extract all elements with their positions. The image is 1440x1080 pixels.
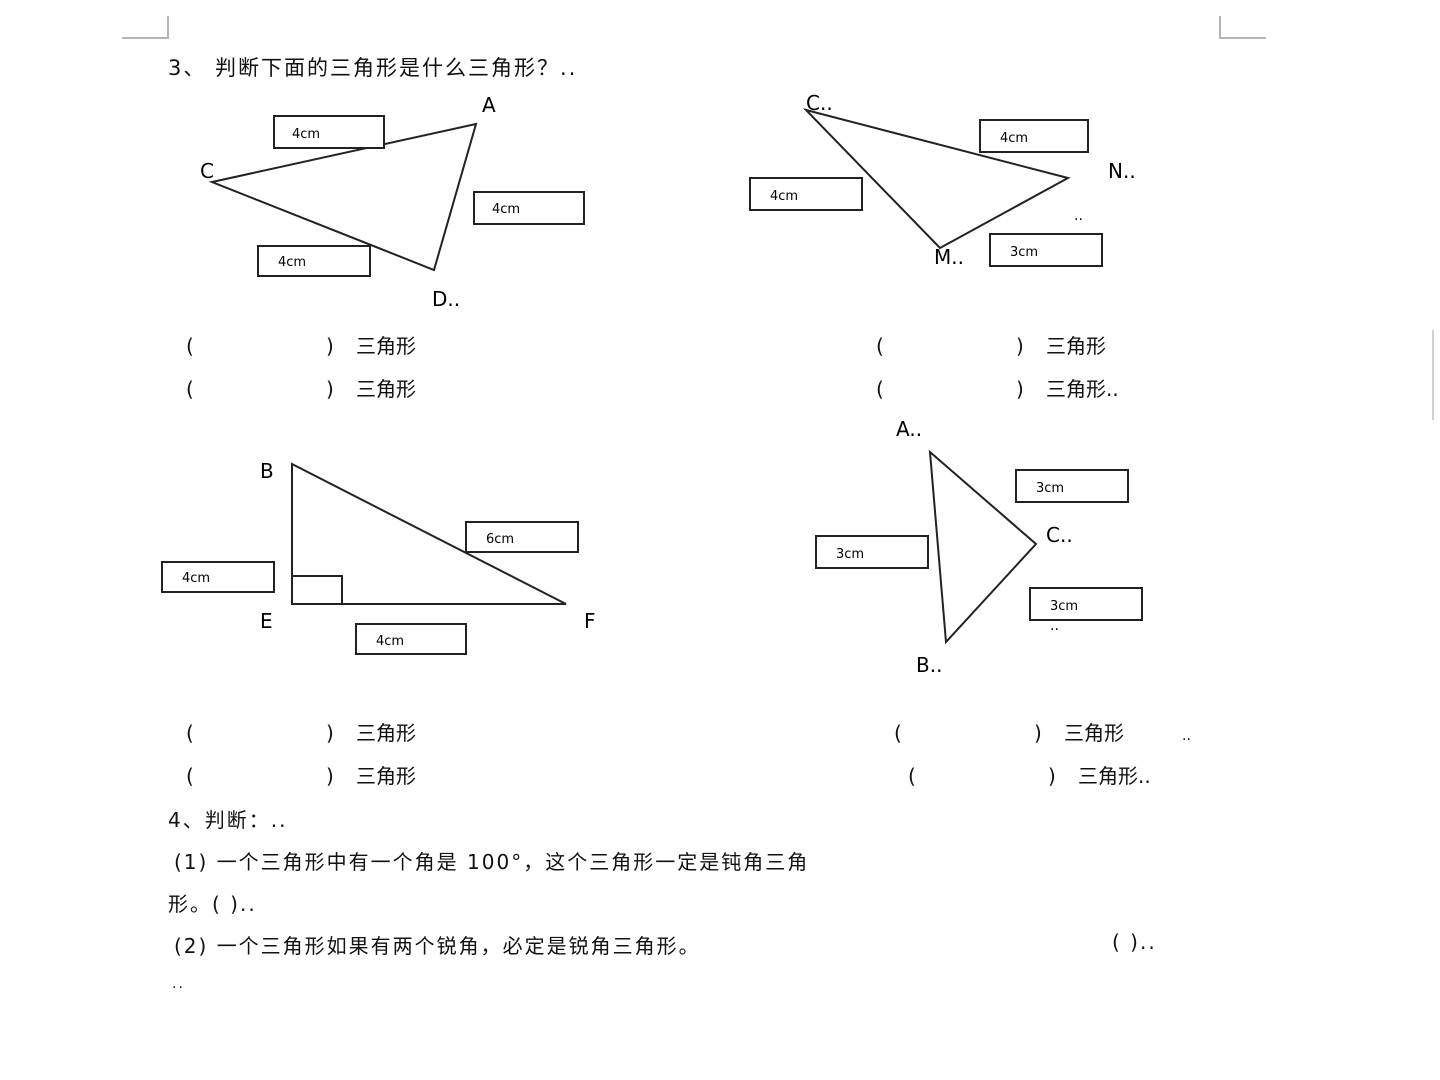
triangle-3-vertex-f: F: [584, 609, 596, 633]
triangle-2-mark: ..: [1074, 208, 1083, 224]
triangle-2-vertex-c: C..: [806, 91, 833, 115]
triangle-4-mark: ..: [1050, 618, 1059, 634]
triangle-1-label-box-top: [273, 115, 385, 149]
answer-blank-1b[interactable]: ()三角形: [186, 377, 416, 401]
triangle-3-vertex-e: E: [260, 609, 273, 633]
triangle-1-shape: [208, 122, 478, 272]
triangle-4-vertex-c: C..: [1046, 523, 1073, 547]
triangle-1-side-right: 4cm: [492, 202, 520, 217]
triangle-2-side-bottom: 3cm: [1010, 245, 1038, 260]
question-4-item-2: (2) 一个三角形如果有两个锐角，必定是锐角三角形。: [174, 934, 701, 958]
triangle-3-vertex-b: B: [260, 459, 274, 483]
triangle-4-vertex-a: A..: [896, 417, 922, 441]
triangle-2-label-box-top: [979, 119, 1089, 153]
question-4-item-1-line-1: (1) 一个三角形中有一个角是 100°，这个三角形一定是钝角三角: [174, 850, 810, 874]
right-angle-marker: [292, 575, 343, 604]
triangle-1-vertex-a: A: [482, 93, 496, 117]
answer-blank-1a[interactable]: ()三角形: [186, 334, 416, 358]
triangle-4-label-box-left: [815, 535, 929, 569]
triangle-4-side-left: 3cm: [836, 547, 864, 562]
crop-mark-top-left: [122, 16, 169, 39]
triangle-4-vertex-b: B..: [916, 653, 942, 677]
triangle-3-label-box-bottom: [355, 623, 467, 655]
triangle-1-side-top: 4cm: [292, 127, 320, 142]
triangle-2-label-box-left: [749, 177, 863, 211]
triangle-1-label-box-right: [473, 191, 585, 225]
triangle-3-shape: [291, 462, 567, 605]
triangle-3-side-hyp: 6cm: [486, 532, 514, 547]
triangle-2-vertex-n: N..: [1108, 159, 1136, 183]
triangle-1-vertex-d: D..: [432, 287, 460, 311]
triangle-2-side-left: 4cm: [770, 189, 798, 204]
triangle-4-label-box-bottom: [1029, 587, 1143, 621]
triangle-2-shape: [802, 108, 1071, 250]
triangle-3-side-bottom: 4cm: [376, 634, 404, 649]
answer-blank-3b[interactable]: ()三角形: [186, 764, 416, 788]
page-edge-line: [1432, 330, 1434, 420]
triangle-2-label-box-bottom: [989, 233, 1103, 267]
question-4-item-1-line-2[interactable]: 形。( )..: [168, 892, 257, 916]
triangle-4-side-top: 3cm: [1036, 481, 1064, 496]
triangle-4-label-box-top: [1015, 469, 1129, 503]
triangle-1-label-box-bottom: [257, 245, 371, 277]
question-4-title: 4、判断：..: [168, 808, 288, 832]
crop-mark-top-right: [1219, 16, 1266, 39]
trailing-mark: ..: [172, 976, 185, 992]
triangle-1-side-bottom: 4cm: [278, 255, 306, 270]
question-4-item-2-answer[interactable]: ( )..: [1112, 930, 1157, 954]
triangle-3-label-box-hyp: [465, 521, 579, 553]
triangle-2-side-top: 4cm: [1000, 131, 1028, 146]
answer-blank-2b[interactable]: ()三角形..: [876, 377, 1119, 401]
answer-blank-3a[interactable]: ()三角形: [186, 721, 416, 745]
triangle-3-side-left: 4cm: [182, 571, 210, 586]
question-3-title: 3、 判断下面的三角形是什么三角形？..: [168, 56, 578, 80]
triangle-2-vertex-m: M..: [934, 245, 964, 269]
answer-blank-2a[interactable]: ()三角形: [876, 334, 1106, 358]
answer-blank-4b[interactable]: ()三角形..: [908, 764, 1151, 788]
triangle-4-side-bottom: 3cm: [1050, 599, 1078, 614]
triangle-4-shape: [928, 449, 1038, 645]
triangle-3-label-box-left: [161, 561, 275, 593]
triangle-1-vertex-c: C: [200, 159, 214, 183]
answer-blank-4a[interactable]: ()三角形..: [894, 721, 1191, 745]
